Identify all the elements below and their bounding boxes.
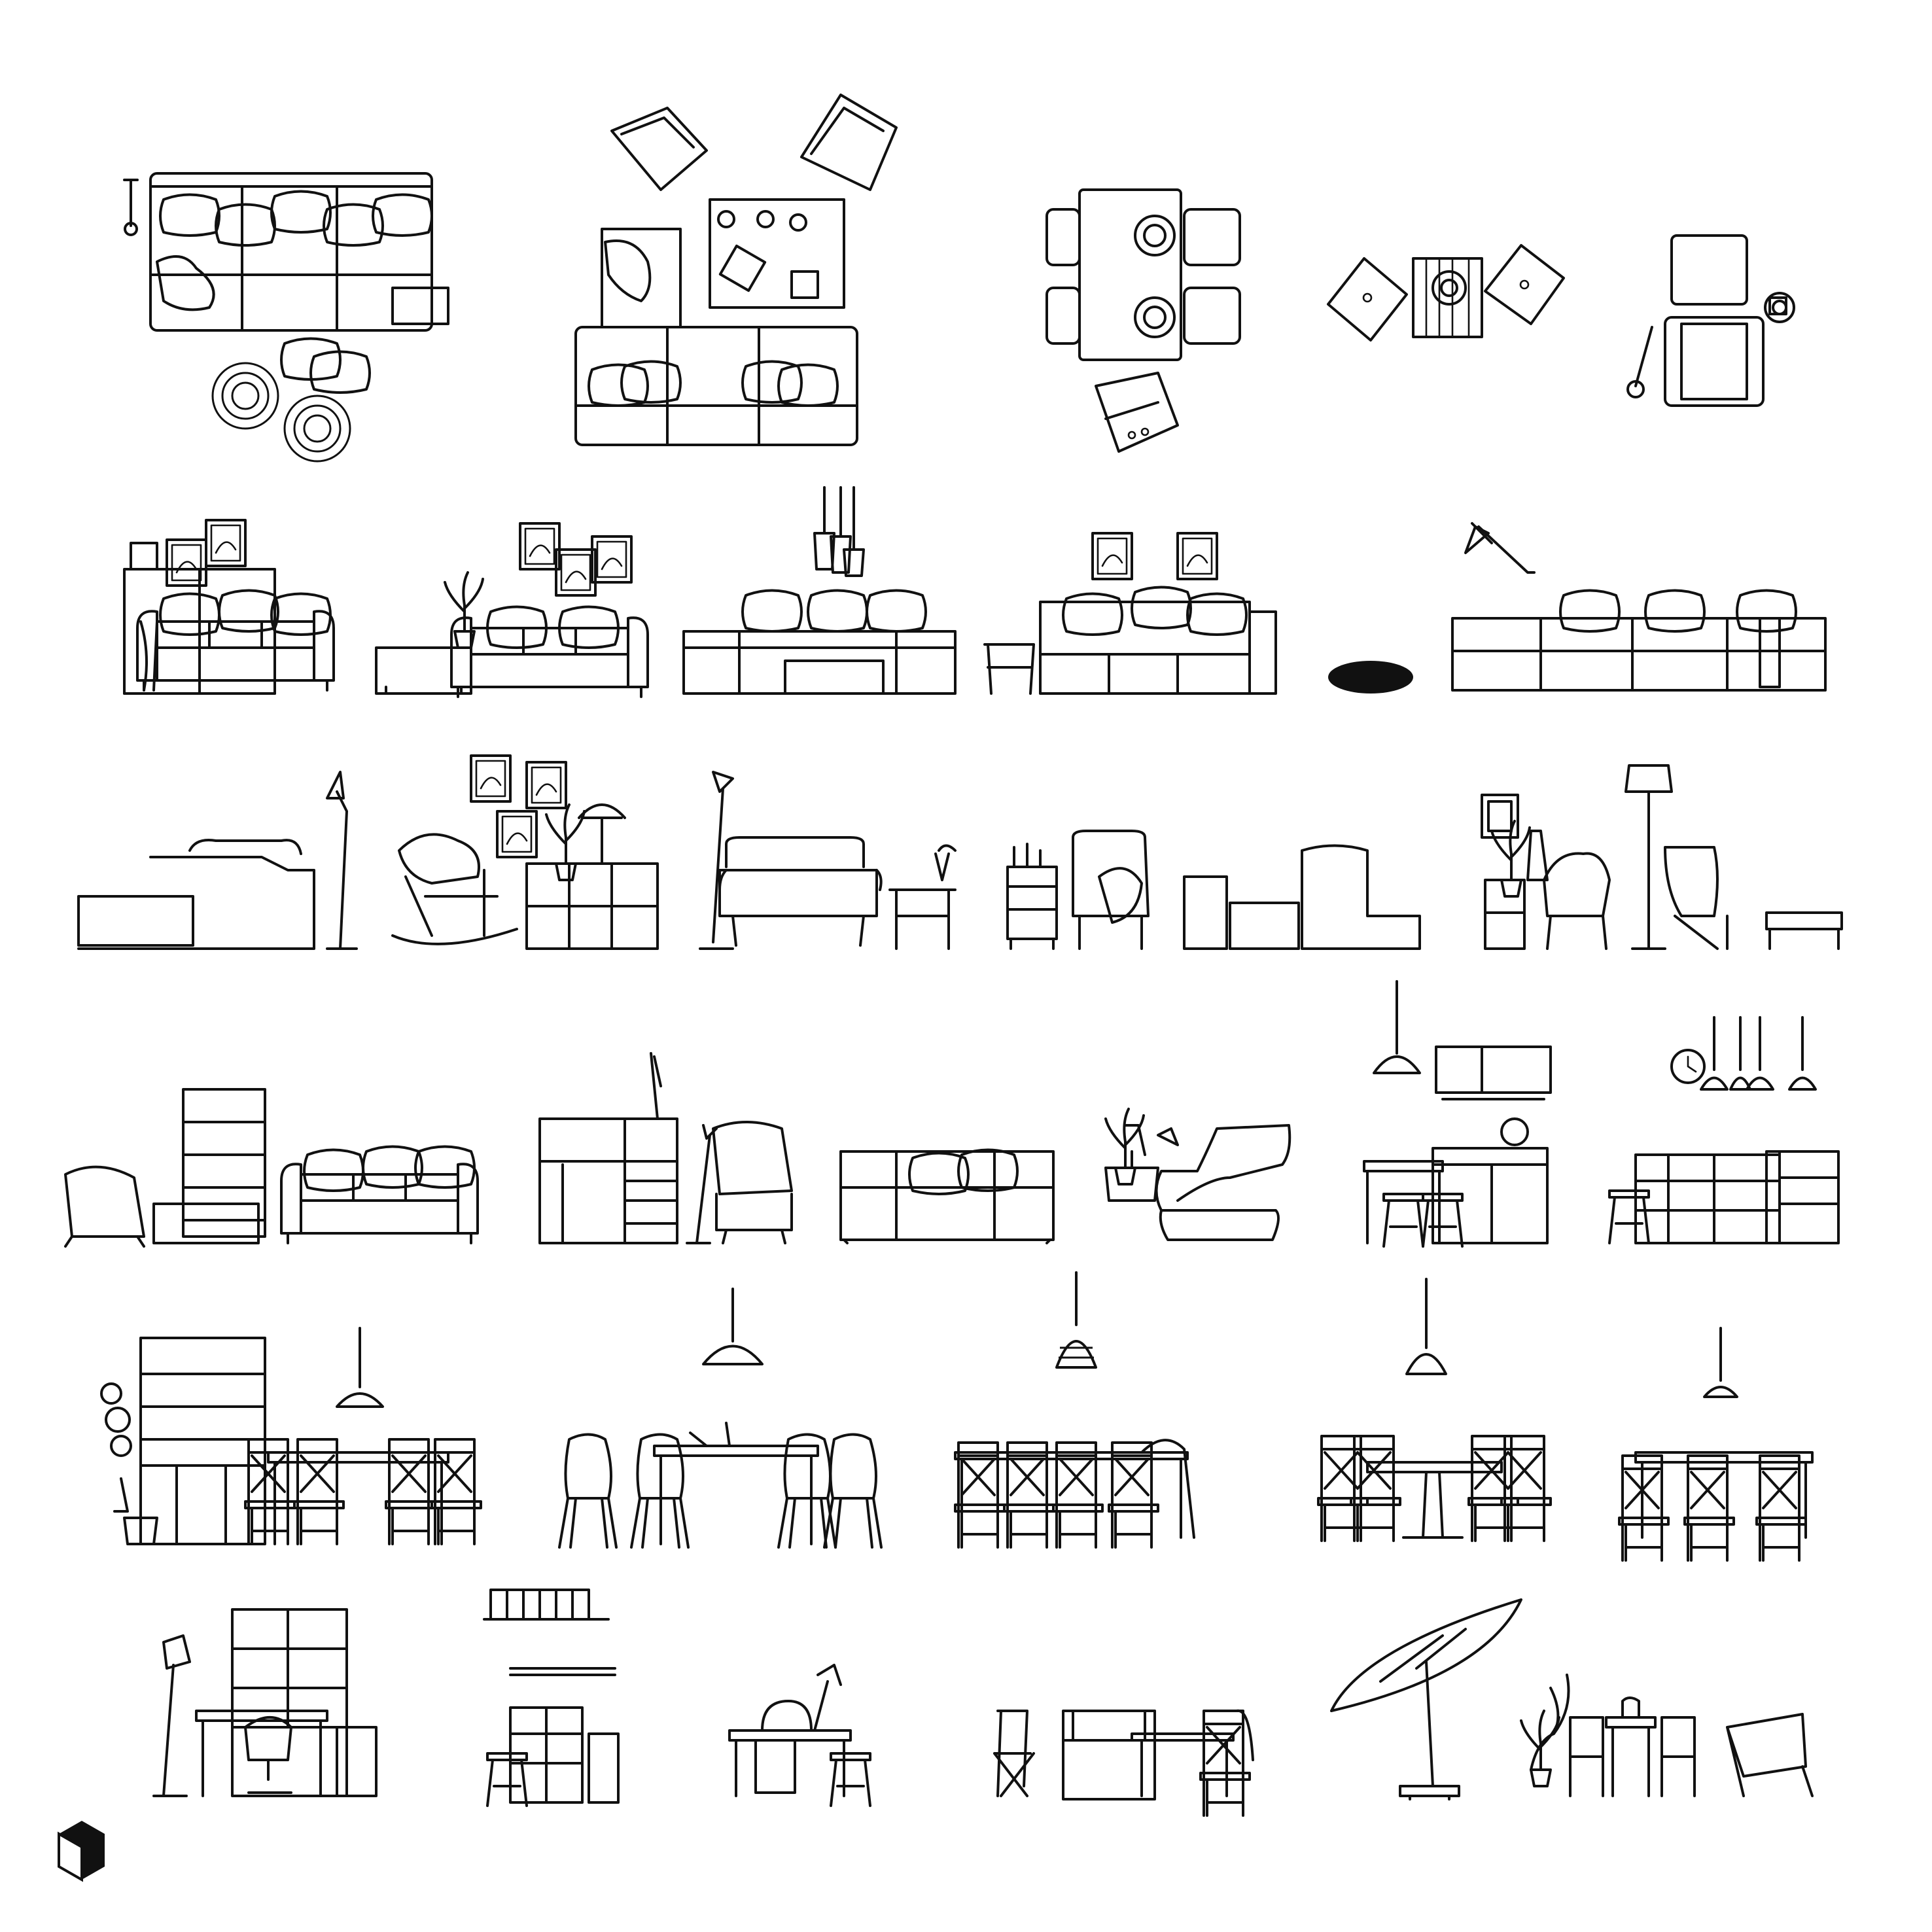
desk-shelf bbox=[152, 1608, 378, 1797]
outdoor-lounge bbox=[993, 1709, 1254, 1817]
pedestal-dining bbox=[1317, 1278, 1552, 1542]
patio-plan bbox=[1327, 244, 1565, 342]
daybed-side bbox=[839, 1148, 1055, 1244]
lounger bbox=[1104, 1108, 1291, 1241]
kitchenette bbox=[1363, 980, 1552, 1248]
daybed bbox=[983, 532, 1277, 695]
poang-chair bbox=[1625, 764, 1843, 950]
cube-logo-icon bbox=[54, 1818, 110, 1883]
bistro-set bbox=[1520, 1674, 1814, 1797]
chaise bbox=[77, 771, 358, 950]
rattan-bookcase bbox=[64, 1088, 479, 1248]
armchair-floorlamp bbox=[699, 771, 957, 950]
umbrella bbox=[1330, 1598, 1522, 1800]
sofa-plan bbox=[123, 172, 449, 463]
basket-dining bbox=[954, 1271, 1195, 1549]
long-sofa-lamp bbox=[1328, 522, 1827, 694]
sofa-cabinet bbox=[123, 519, 335, 695]
sectional-pendants bbox=[682, 486, 957, 695]
hutch-dining bbox=[100, 1327, 482, 1545]
rattan-chair bbox=[1481, 794, 1611, 950]
wall-shelf bbox=[483, 1589, 620, 1807]
armchair-plan bbox=[1626, 234, 1795, 407]
craft-desk bbox=[728, 1664, 871, 1807]
sofa-plant bbox=[375, 522, 649, 698]
rocking-chair bbox=[391, 754, 659, 950]
bar-dining bbox=[1618, 1327, 1814, 1562]
bar-shelf bbox=[1608, 1016, 1840, 1244]
cabinet-wingchair bbox=[538, 1052, 793, 1244]
lounge-plan bbox=[574, 94, 898, 446]
dining-plan bbox=[1045, 188, 1241, 453]
wingchair-cart bbox=[1006, 830, 1421, 950]
modern-dining bbox=[558, 1288, 883, 1549]
